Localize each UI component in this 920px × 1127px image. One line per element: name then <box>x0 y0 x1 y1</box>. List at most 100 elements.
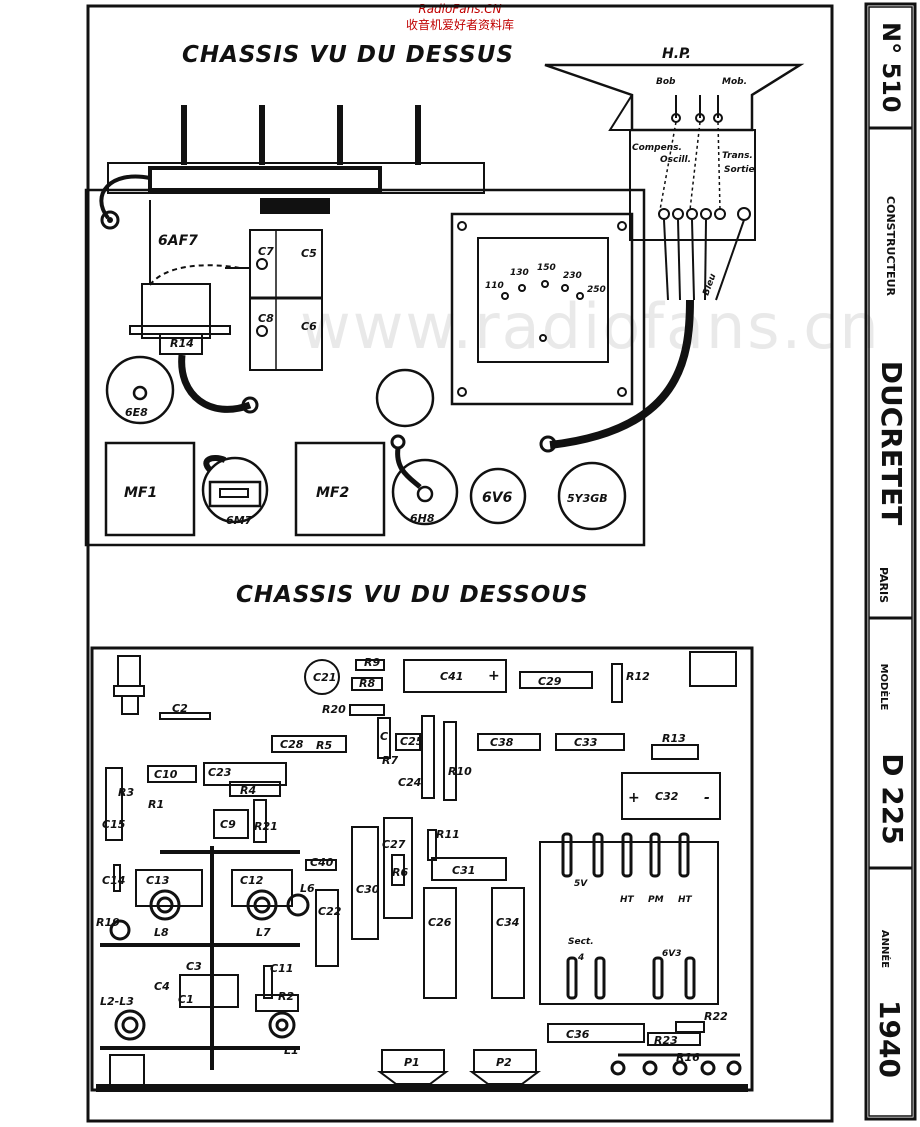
label-c22: C22 <box>318 905 342 918</box>
tube-6m7-label: 6M7 <box>226 514 253 527</box>
label-c40: C40 <box>310 856 334 869</box>
label-sect: Sect. <box>568 937 594 947</box>
label-5v: 5V <box>574 879 588 889</box>
svg-text:Mob.: Mob. <box>722 77 747 87</box>
label-r9: R9 <box>364 656 380 669</box>
label-l7: L7 <box>256 926 271 939</box>
label-c29: C29 <box>538 675 562 688</box>
r14-label: R14 <box>170 337 194 350</box>
svg-text:Trans.: Trans. <box>722 151 753 161</box>
label-r8: R8 <box>359 677 375 690</box>
label-r23: R23 <box>654 1034 678 1047</box>
city-label: PARIS <box>877 566 890 604</box>
svg-text:Compens.: Compens. <box>632 143 682 153</box>
label-r22: R22 <box>704 1010 728 1023</box>
c8-label: C8 <box>258 312 274 325</box>
top-view-title: CHASSIS VU DU DESSUS <box>182 42 514 68</box>
label-ht-1: HT <box>620 895 635 905</box>
svg-text:Oscill.: Oscill. <box>660 155 691 165</box>
modele-label: MODÈLE <box>878 663 889 711</box>
label-c3: C3 <box>186 960 202 973</box>
mf1-can <box>104 441 196 537</box>
speaker: H.P. Bob Mob. Compens. Oscill. Trans. So… <box>544 46 805 301</box>
label-c30: C30 <box>356 883 380 896</box>
bottom-view-title: CHASSIS VU DU DESSOUS <box>236 582 589 608</box>
year: 1940 <box>873 1000 906 1078</box>
c32-minus: - <box>704 790 710 806</box>
tube-5y3gb-label: 5Y3GB <box>567 492 608 505</box>
label-r2: R2 <box>278 990 294 1003</box>
label-p1: P1 <box>404 1056 420 1069</box>
site-tagline: 收音机爱好者资料库 <box>405 18 514 32</box>
mf2-label: MF2 <box>316 485 349 501</box>
label-r6: R6 <box>392 866 408 879</box>
label-c21: C21 <box>313 671 336 684</box>
drawing-frame <box>86 4 834 1123</box>
mf2-can <box>294 441 386 537</box>
label-c: C <box>380 730 388 743</box>
label-c27: C27 <box>382 838 406 851</box>
volt-230: 230 <box>563 271 582 281</box>
label-c25: C25 <box>400 735 424 748</box>
label-c36: C36 <box>566 1028 590 1041</box>
svg-text:H.P.: H.P. <box>662 46 691 62</box>
label-c24: C24 <box>398 776 421 789</box>
label-r3: R3 <box>118 786 134 799</box>
volt-110: 110 <box>485 281 504 291</box>
tube-6e8-label: 6E8 <box>125 406 148 419</box>
catalog-number: N° 510 <box>877 22 905 113</box>
label-c41: C41 <box>440 670 463 683</box>
label-r1: R1 <box>148 798 164 811</box>
label-c38: C38 <box>490 736 514 749</box>
label-l8: L8 <box>154 926 169 939</box>
label-r12: R12 <box>626 670 650 683</box>
label-r19: R19 <box>96 916 120 929</box>
label-c2: C2 <box>172 702 188 715</box>
volt-250: 250 <box>587 285 606 295</box>
label-c4: C4 <box>154 980 170 993</box>
label-c28: C28 <box>280 738 304 751</box>
label-c32: C32 <box>655 790 679 803</box>
label-r7: R7 <box>382 754 398 767</box>
volt-150: 150 <box>537 263 556 273</box>
label-c9: C9 <box>220 818 236 831</box>
label-l6: L6 <box>300 882 315 895</box>
watermark: www.radiofans.cn <box>300 290 881 363</box>
label-c13: C13 <box>146 874 170 887</box>
c5-label: C5 <box>301 247 317 260</box>
tube-6v6-label: 6V6 <box>482 490 513 506</box>
tube-6h8-label: 6H8 <box>410 512 435 525</box>
constructeur-label: CONSTRUCTEUR <box>884 196 897 296</box>
label-r21: R21 <box>254 820 278 833</box>
power-transformer <box>450 212 634 406</box>
label-c23: C23 <box>208 766 232 779</box>
label-p2: P2 <box>496 1056 512 1069</box>
label-c31: C31 <box>452 864 475 877</box>
label-ht-2: HT <box>678 895 693 905</box>
label-c15: C15 <box>102 818 126 831</box>
manufacturer-name: DUCRETET <box>875 360 908 526</box>
volt-130: 130 <box>510 268 529 278</box>
label-r4: R4 <box>240 784 256 797</box>
label-c12: C12 <box>240 874 264 887</box>
c7-label: C7 <box>258 245 274 258</box>
label-r20: R20 <box>322 703 346 716</box>
label-c10: C10 <box>154 768 178 781</box>
c41-plus: + <box>488 668 500 684</box>
label-r10: R10 <box>448 765 472 778</box>
label-6v3: 6V3 <box>662 949 682 959</box>
c32-plus: + <box>628 790 640 806</box>
label-c33: C33 <box>574 736 598 749</box>
c6-label: C6 <box>301 320 317 333</box>
info-sidebar <box>864 2 917 1121</box>
label-c1: C1 <box>178 993 194 1006</box>
label-pm: PM <box>648 895 664 905</box>
tube-6af7-label: 6AF7 <box>158 233 198 249</box>
label-c14: C14 <box>102 874 125 887</box>
svg-text:Sortie: Sortie <box>724 165 755 175</box>
label-r16: R16 <box>676 1051 700 1064</box>
label-r11: R11 <box>436 828 460 841</box>
label-r13: R13 <box>662 732 686 745</box>
label-l1: L1 <box>284 1044 299 1057</box>
